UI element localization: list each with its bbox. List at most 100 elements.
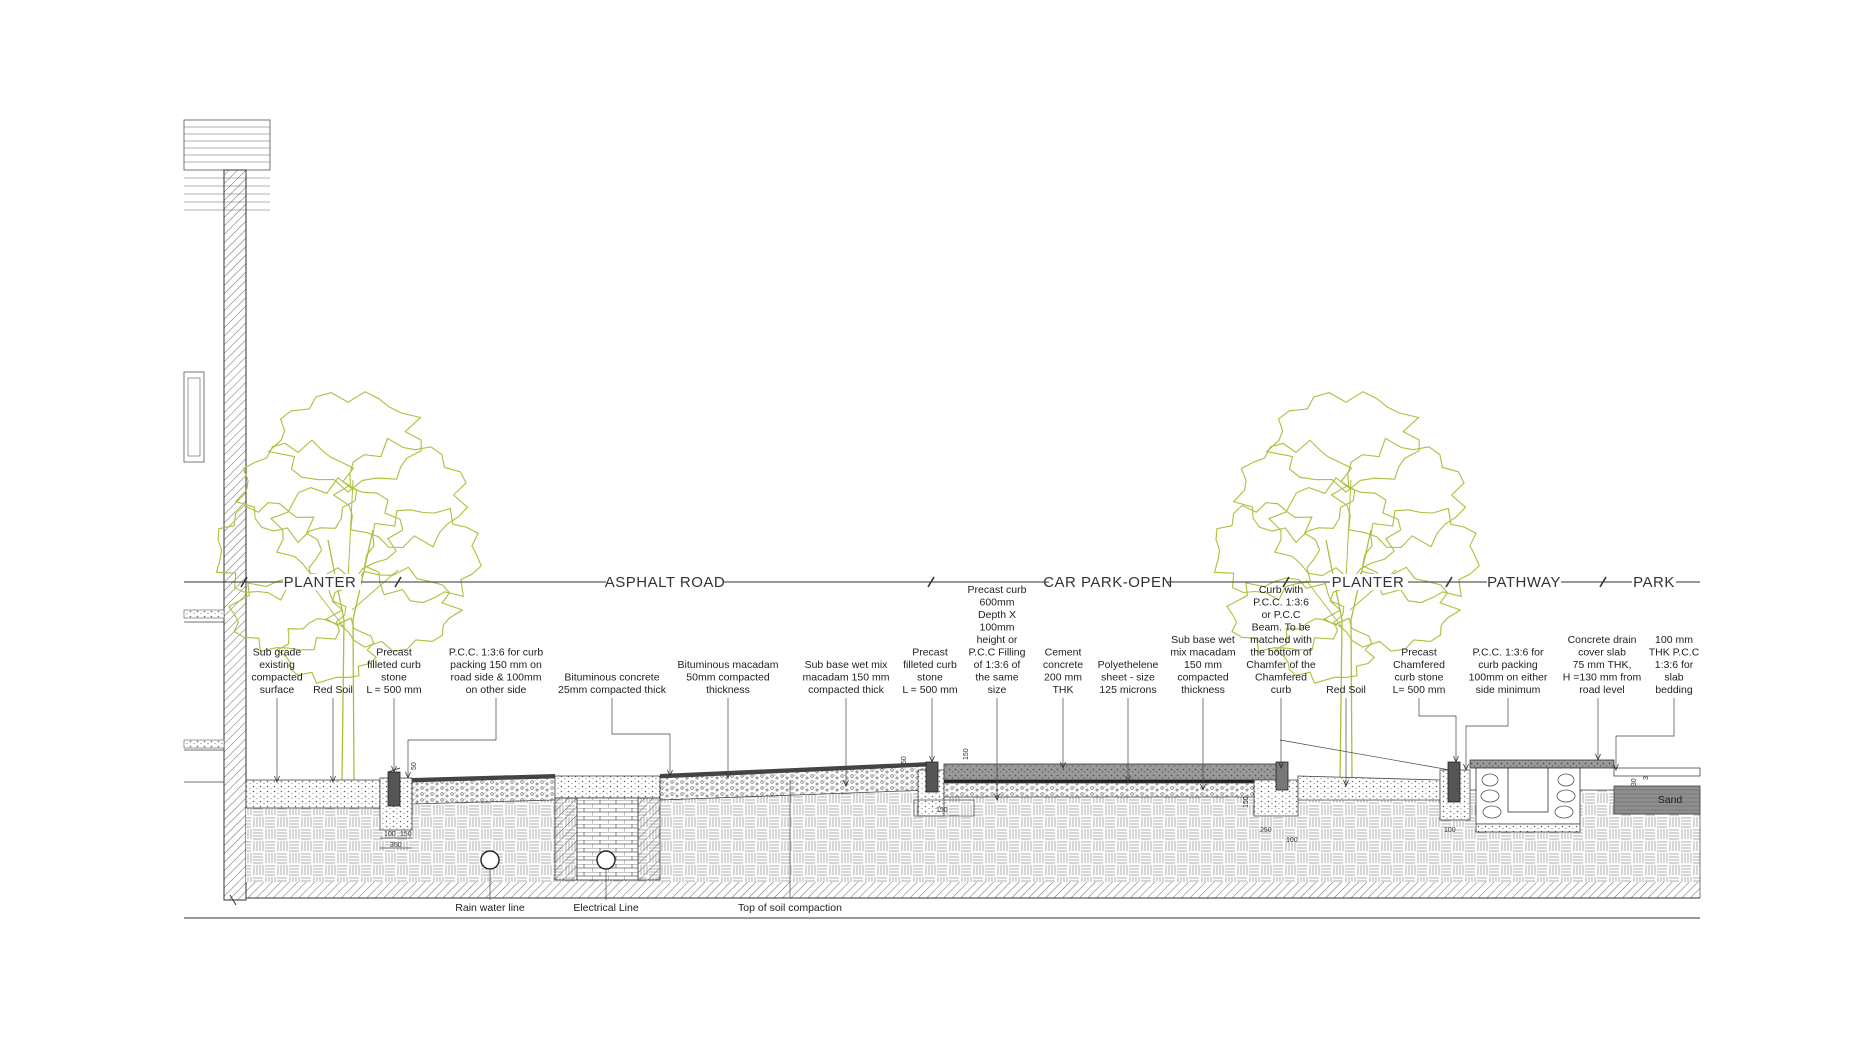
bottom-label-top-of-soil: Top of soil compaction xyxy=(738,902,842,914)
note-line: the same xyxy=(975,672,1018,684)
note-line: THK xyxy=(1053,684,1074,696)
dim-beam-h: 150 xyxy=(1243,796,1250,808)
park-sand-bed: Sand xyxy=(1613,767,1701,815)
leader-arrow xyxy=(1463,763,1469,772)
leader-arrow xyxy=(1278,761,1284,770)
note-line: sheet - size xyxy=(1101,672,1155,684)
dim-curb-mid-base: 150 xyxy=(936,807,948,814)
leader-arrow xyxy=(1453,755,1459,764)
note-line: compacted thick xyxy=(808,684,885,696)
note-line: concrete xyxy=(1043,659,1083,671)
zone-label-park: PARK xyxy=(1633,574,1675,591)
leader-arrow xyxy=(330,775,336,784)
zone-label-planter-right: PLANTER xyxy=(1332,574,1405,591)
note-line: 25mm compacted thick xyxy=(558,684,667,696)
leader-arrow xyxy=(1060,761,1066,770)
tree-foliage xyxy=(269,477,404,582)
note-line: P.C.C. 1:3:6 for curb xyxy=(449,647,544,659)
tree-foliage xyxy=(1361,507,1480,604)
note-line: Chamfered xyxy=(1393,659,1445,671)
tree-foliage xyxy=(1232,439,1356,544)
beam-curb: 250 100 150 xyxy=(1243,761,1299,844)
note-line: P.C.C. 1:3:6 xyxy=(1253,597,1309,609)
note-line: packing 150 mm on xyxy=(450,659,542,671)
note-line: 75 mm THK, xyxy=(1573,659,1632,671)
note-line: filleted curb xyxy=(903,659,957,671)
rain-water-pipe xyxy=(480,850,500,870)
note-line: Red Soil xyxy=(313,684,353,696)
note-line: mix macadam xyxy=(1170,647,1236,659)
note-line: Chamfer of the xyxy=(1246,659,1316,671)
leader-arrow xyxy=(667,769,673,778)
note-line: 600mm xyxy=(979,597,1014,609)
building-wall xyxy=(183,119,271,906)
tree-trunk xyxy=(1350,529,1372,781)
note-line: bedding xyxy=(1655,684,1693,696)
note-line: THK P.C.C xyxy=(1649,647,1700,659)
tree-foliage xyxy=(332,437,469,549)
tree-outlines xyxy=(215,391,1480,781)
note-line: or P.C.C xyxy=(1262,609,1301,621)
car-park-layers xyxy=(943,763,1281,798)
note-line: macadam 150 mm xyxy=(803,672,890,684)
note-line: thickness xyxy=(706,684,750,696)
note-line: slab xyxy=(1664,672,1683,684)
note-line: on other side xyxy=(466,684,527,696)
note-line: Precast xyxy=(376,647,412,659)
note-line: compacted xyxy=(1177,672,1229,684)
leader-arrow xyxy=(843,779,849,788)
tree-foliage xyxy=(1330,437,1467,549)
tree-foliage xyxy=(234,439,358,544)
note-line: Curb with xyxy=(1259,584,1304,596)
dim-curb-left-b1: 100 xyxy=(384,831,396,838)
dim-curb-left-total: 350 xyxy=(390,842,402,849)
dim-beam-side: 100 xyxy=(1286,837,1298,844)
note-line: Chamfered xyxy=(1255,672,1307,684)
note-line: Polyethelene xyxy=(1098,659,1159,671)
dim-beam-base: 250 xyxy=(1260,827,1272,834)
leader-arrow xyxy=(929,755,935,764)
note-line: Sub base wet mix xyxy=(805,659,889,671)
leader-arrow xyxy=(1125,775,1131,784)
note-line: Sub grade xyxy=(253,647,302,659)
leader-arrow xyxy=(391,765,397,774)
note-line: 125 microns xyxy=(1099,684,1156,696)
note-line: stone xyxy=(381,672,407,684)
leader-arrow xyxy=(1613,763,1619,772)
note-red-soil-left: Red Soil xyxy=(313,684,353,696)
zone-labels: PLANTER ASPHALT ROAD CAR PARK-OPEN PLANT… xyxy=(283,574,1676,591)
note-line: Concrete drain xyxy=(1568,634,1637,646)
note-line: the bottom of xyxy=(1250,647,1311,659)
mid-curb: 50 150 150 xyxy=(901,748,975,817)
leader-pcc-curb-packing-right xyxy=(1465,698,1509,770)
tree-foliage xyxy=(1265,391,1420,493)
zone-label-planter-left: PLANTER xyxy=(284,574,357,591)
asphalt-road-layers xyxy=(411,762,931,805)
note-line: Precast curb xyxy=(968,584,1027,596)
leader-arrow xyxy=(1595,753,1601,762)
tree-foliage xyxy=(1274,617,1376,684)
leader-arrow xyxy=(274,775,280,784)
tree-foliage xyxy=(1267,477,1402,582)
note-line: Bituminous concrete xyxy=(564,672,659,684)
note-line: L = 500 mm xyxy=(902,684,958,696)
note-line: curb packing xyxy=(1478,659,1538,671)
right-curb: 100 xyxy=(1439,761,1471,834)
note-line: Sub base wet xyxy=(1171,634,1235,646)
note-red-soil-right: Red Soil xyxy=(1326,684,1366,696)
note-line: Beam. To be xyxy=(1252,622,1311,634)
zone-label-pathway: PATHWAY xyxy=(1487,574,1561,591)
note-line: Precast xyxy=(912,647,948,659)
